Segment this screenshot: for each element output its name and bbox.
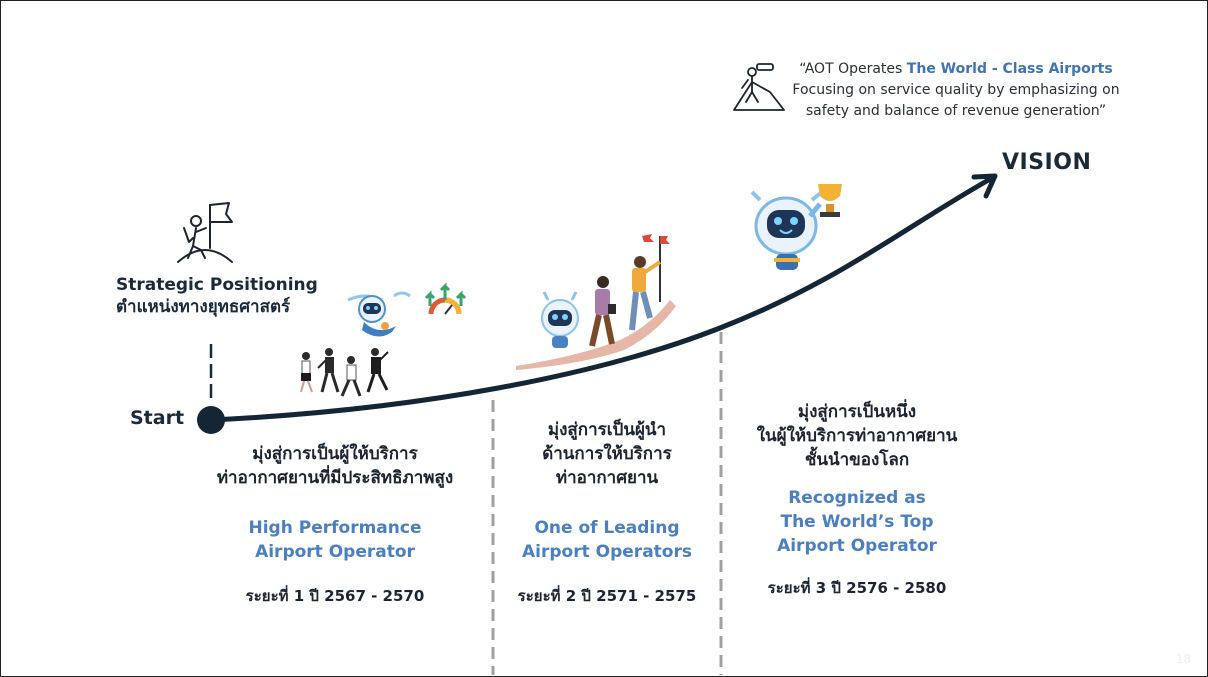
phase-1-thai-line-2: ท่าอากาศยานที่มีประสิทธิภาพสูง <box>216 468 454 488</box>
phase-2-period: ระยะที่ 2 ปี 2571 - 2575 <box>517 587 697 605</box>
mascot-robot-flying <box>347 291 411 337</box>
phase-2-thai-line-2: ด้านการให้บริการ <box>542 444 672 464</box>
quote-line-2: Focusing on service quality by emphasizi… <box>792 82 1120 98</box>
quote-highlight: The World - Class Airports <box>906 61 1113 77</box>
phase-1-thai-line-1: มุ่งสู่การเป็นผู้ให้บริการ <box>252 444 418 464</box>
vision-arrowhead <box>971 173 998 199</box>
phase-3-english-line-1: Recognized as <box>788 488 926 508</box>
phase-2-english-line-2: Airport Operators <box>522 542 692 562</box>
vision-label: VISION <box>1002 150 1092 175</box>
phase-3-english-line-3: Airport Operator <box>777 536 937 556</box>
strategic-positioning: Strategic Positioning ตำแหน่งทางยุทธศาสต… <box>116 274 318 318</box>
phase-1-period: ระยะที่ 1 ปี 2567 - 2570 <box>245 587 425 605</box>
binoculars-mountain-icon <box>733 63 785 111</box>
page-number: 18 <box>1176 652 1192 666</box>
phase-3-thai-line-1: มุ่งสู่การเป็นหนึ่ง <box>797 402 917 422</box>
phase-2-thai-line-3: ท่าอากาศยาน <box>555 468 659 488</box>
phase-2-english-line-1: One of Leading <box>534 518 680 538</box>
phase-3-thai-line-2: ในผู้ให้บริการท่าอากาศยาน <box>756 426 958 446</box>
vision-quote: “AOT Operates The World - Class Airports… <box>786 59 1126 122</box>
mascot-robot-trophy <box>750 184 842 270</box>
growth-curve <box>208 175 995 423</box>
start-label: Start <box>130 407 185 429</box>
quote-prefix: “AOT Operates <box>799 61 907 77</box>
growth-gauge-icon <box>424 282 467 315</box>
phase-3: มุ่งสู่การเป็นหนึ่ง ในผู้ให้บริการท่าอาก… <box>730 400 984 600</box>
phase-2-thai-line-1: มุ่งสู่การเป็นผู้นำ <box>547 420 667 440</box>
phase-2: มุ่งสู่การเป็นผู้นำ ด้านการให้บริการ ท่า… <box>493 418 721 608</box>
runners-illustration <box>300 348 389 397</box>
phase-3-period: ระยะที่ 3 ปี 2576 - 2580 <box>767 579 947 597</box>
strategic-title-th: ตำแหน่งทางยุทธศาสตร์ <box>116 297 291 317</box>
strategic-title-en: Strategic Positioning <box>116 275 318 295</box>
team-climbing-illustration <box>516 234 676 370</box>
start-dot <box>197 406 225 434</box>
phase-1-english-line-1: High Performance <box>248 518 422 538</box>
quote-line-3: safety and balance of revenue generation… <box>805 103 1107 119</box>
phase-3-thai-line-3: ชั้นนำของโลก <box>804 450 910 470</box>
phase-3-english-line-2: The World’s Top <box>780 512 934 532</box>
climber-flag-icon <box>177 202 233 263</box>
phase-1: มุ่งสู่การเป็นผู้ให้บริการ ท่าอากาศยานที… <box>190 442 480 608</box>
phase-1-english-line-2: Airport Operator <box>255 542 415 562</box>
